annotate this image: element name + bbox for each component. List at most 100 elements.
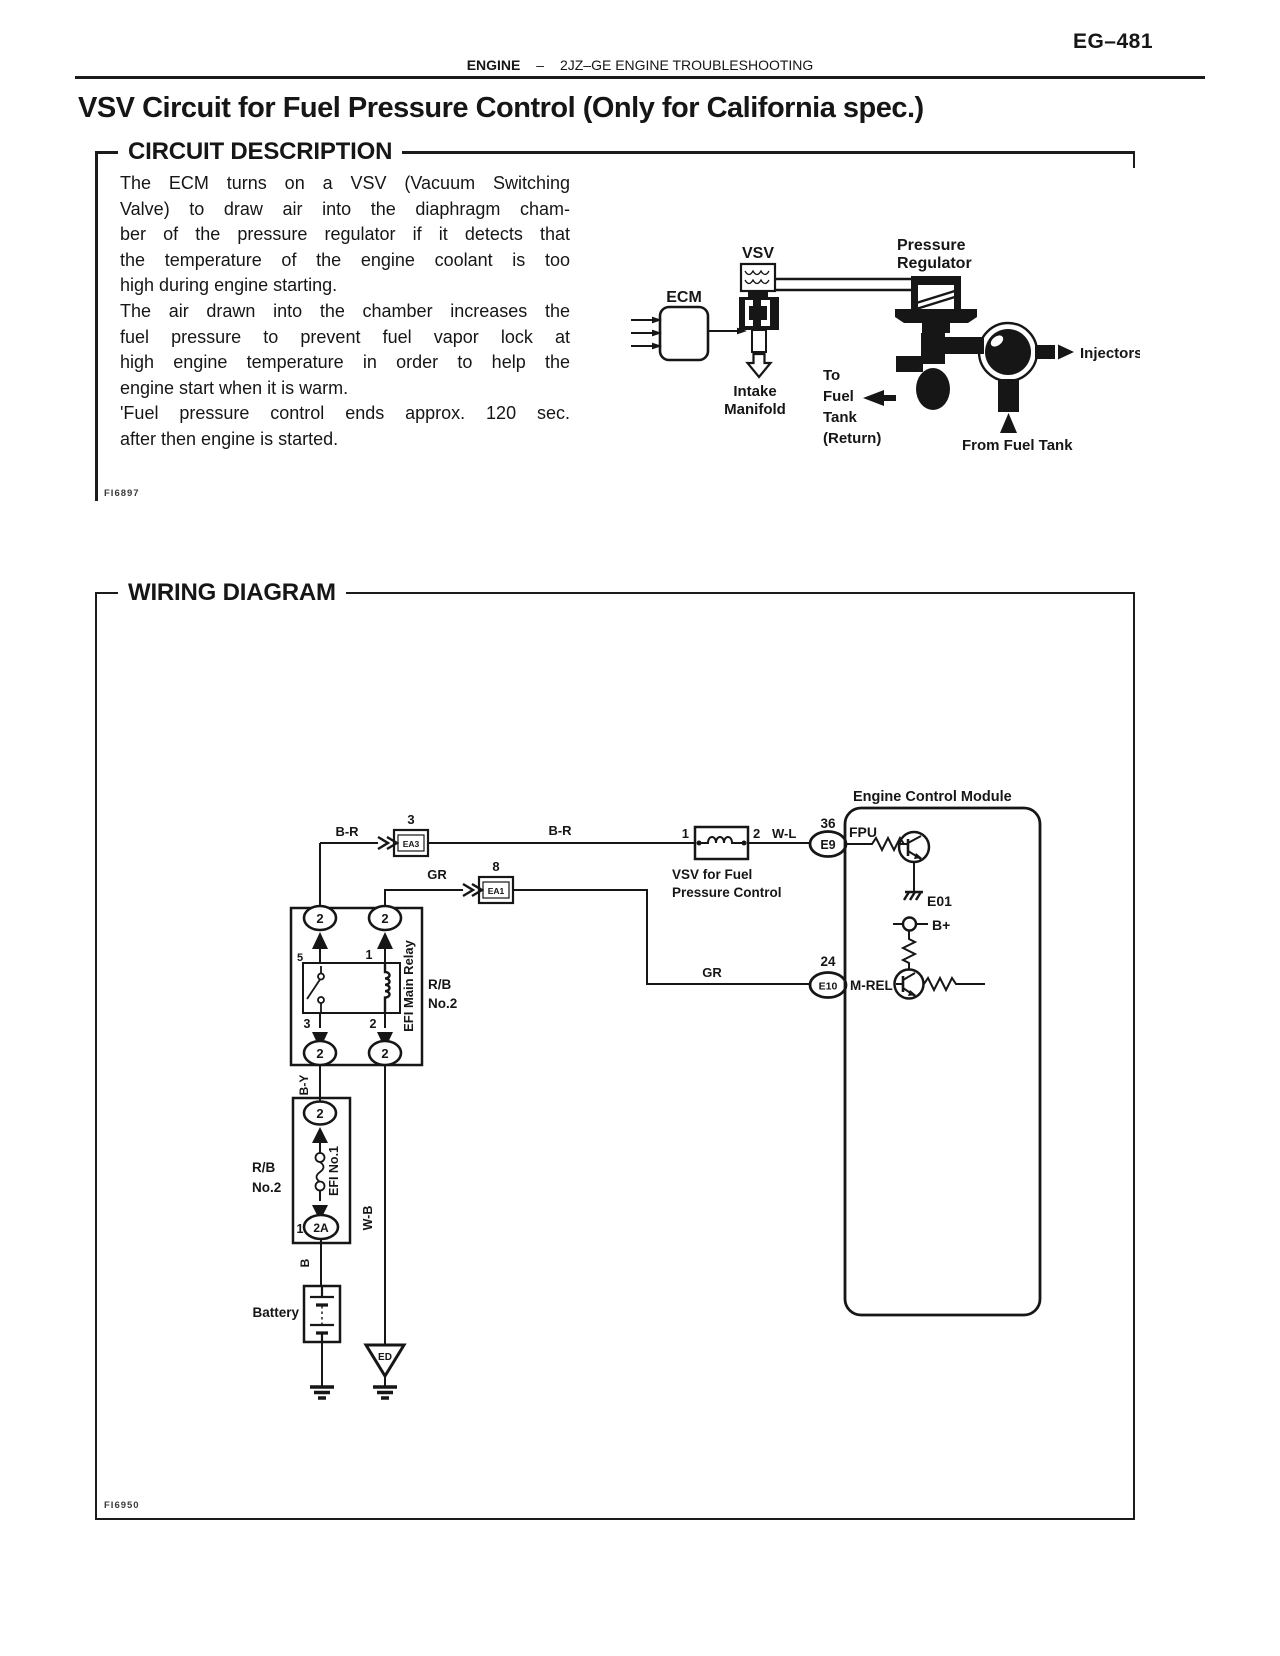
intake-label-1: Intake [733, 383, 776, 400]
to-fuel-tank-labels: To Fuel Tank (Return) [823, 367, 896, 447]
description-line: engine start when it is warm. [120, 377, 349, 398]
description-line: ber of the pressure regulator if it dete… [120, 224, 570, 245]
relay-pin-3: 3 [304, 1017, 311, 1031]
ground-e01-icon [902, 890, 923, 901]
wire-label-wb: W-B [361, 1206, 375, 1231]
connector-e10-label: E10 [819, 981, 838, 993]
relay-coil-icon [383, 963, 391, 1013]
wiring-diagram: Engine Control Module B-R 3 EA3 B-R 1 2 … [252, 789, 1042, 1400]
bplus-node-icon [901, 916, 918, 932]
ground-icon [373, 1385, 397, 1400]
description-line: 'Fuel pressure control ends approx. 120 … [120, 403, 570, 424]
return-arrow-icon [863, 390, 896, 406]
figure-code-wiring: FI6950 [104, 1500, 140, 1511]
from-fuel-tank-arrow-icon [1000, 413, 1017, 433]
efi-no1-fuse-block: B-Y 2 EFI No.1 1 2A R/B No.2 [252, 1065, 352, 1245]
header-separator: – [536, 57, 545, 73]
junction-chevrons-icon [377, 835, 400, 851]
ecm-ground-e01: E01 [927, 893, 952, 909]
vsv-pin-2: 2 [753, 826, 760, 841]
vsv-label: VSV [742, 245, 774, 262]
description-line: high engine temperature in order to help… [120, 352, 570, 373]
vsv-coil-icon [701, 836, 742, 844]
ground-icon [310, 1385, 334, 1400]
fpu-transistor-icon [897, 830, 931, 864]
connector-ea3-label: EA3 [403, 839, 420, 849]
header-rule [75, 76, 1205, 79]
page-title: VSV Circuit for Fuel Pressure Control (O… [78, 92, 924, 124]
junction-chevrons-icon [462, 882, 485, 898]
connector-ea1-label: EA1 [488, 886, 505, 896]
relay-rb-label-2: No.2 [428, 996, 457, 1011]
description-line: the temperature of the engine coolant is… [120, 249, 570, 270]
efi1-up-arrow-icon [312, 1127, 328, 1143]
ecm-box [658, 305, 710, 362]
relay-up-arrows-icon [312, 932, 393, 949]
description-line: The air drawn into the chamber increases… [120, 300, 570, 321]
efi1-top-connector [302, 1100, 338, 1126]
svg-text:2: 2 [316, 1046, 323, 1061]
pressure-regulator-label-1: Pressure [897, 237, 966, 254]
vsv-caption-line2: Pressure Control [672, 885, 782, 900]
wire-label-wl: W-L [772, 826, 796, 841]
description-box-top-border [95, 151, 1135, 154]
efi-main-relay: 2 2 5 1 3 2 2 2 EFI Main Relay R/B No.2 [289, 904, 457, 1067]
wb-ground-branch: W-B ED [361, 1065, 407, 1400]
ecm-terminal-mrel: M-REL [850, 978, 893, 993]
svg-text:2: 2 [381, 1046, 388, 1061]
to-fuel-tank-line1: To [823, 367, 840, 384]
wire-label-gr-1: GR [427, 867, 447, 882]
relay-pin-1: 1 [366, 948, 373, 962]
vsv-caption-line1: VSV for Fuel [672, 867, 752, 882]
battery-label: Battery [252, 1305, 299, 1320]
to-fuel-tank-line4: (Return) [823, 430, 881, 447]
description-line: high during engine starting. [120, 275, 338, 296]
connector-ea1-pin: 8 [492, 859, 499, 874]
ecm-terminal-bplus: B+ [932, 917, 950, 933]
wire-label-b: B [298, 1258, 312, 1267]
ecm-label: ECM [666, 289, 702, 306]
description-line: The ECM turns on a VSV (Vacuum Switching [120, 173, 570, 193]
injectors-label: Injectors [1080, 345, 1140, 362]
injectors-arrow-icon [1058, 344, 1074, 360]
ecm-terminal-fpu: FPU [849, 824, 877, 840]
wire-label-by: B-Y [297, 1075, 311, 1096]
relay-switch-icon [306, 979, 321, 1000]
fuel-damper-and-lines: Injectors From Fuel Tank [962, 321, 1140, 454]
engine-control-module: Engine Control Module [843, 789, 1042, 1317]
header-title: 2JZ–GE ENGINE TROUBLESHOOTING [559, 57, 814, 73]
circuit-description-text: The ECM turns on a VSV (Vacuum Switching… [120, 171, 570, 453]
connector-2a-label: 2A [313, 1221, 329, 1235]
efi1-rb-label-1: R/B [252, 1160, 276, 1175]
description-line: after then engine is started. [120, 428, 339, 449]
from-fuel-tank-label: From Fuel Tank [962, 437, 1073, 454]
intake-label-2: Manifold [724, 401, 786, 418]
figure-code-description: FI6897 [104, 488, 140, 499]
relay-name-vertical: EFI Main Relay [401, 939, 416, 1032]
description-line: Valve) to draw air into the diaphragm ch… [120, 198, 570, 219]
ground-point-triangle-icon [363, 1343, 407, 1379]
connector-e9-pin: 36 [820, 816, 836, 831]
bplus-mrel-circuit: B+ [893, 916, 985, 1000]
fuse-icon [315, 1161, 325, 1183]
relay-pin-5: 5 [297, 952, 303, 964]
connector-ea3-pin: 3 [407, 812, 414, 827]
relay-rb-label-1: R/B [428, 977, 452, 992]
relay-pin-2: 2 [370, 1017, 377, 1031]
header-section: ENGINE [466, 57, 521, 73]
battery-branch: B Battery [252, 1239, 342, 1400]
connector-2a-pin: 1 [297, 1222, 304, 1236]
svg-text:2: 2 [316, 1106, 323, 1121]
gr-mrel-wire: GR 8 EA1 GR 24 E10 M-REL [384, 859, 893, 999]
efi1-down-arrow-icon [312, 1205, 328, 1221]
description-line: fuel pressure to prevent fuel vapor lock… [120, 326, 570, 347]
circuit-description-heading: CIRCUIT DESCRIPTION [118, 138, 403, 166]
connector-e10-pin: 24 [820, 954, 836, 969]
efi1-name-vertical: EFI No.1 [327, 1146, 341, 1196]
description-box-left-border [95, 151, 98, 501]
connector-e10 [808, 971, 848, 999]
relay-top-left-connector [302, 904, 338, 932]
to-fuel-tank-line3: Tank [823, 409, 858, 426]
vacuum-pipe [775, 277, 916, 292]
